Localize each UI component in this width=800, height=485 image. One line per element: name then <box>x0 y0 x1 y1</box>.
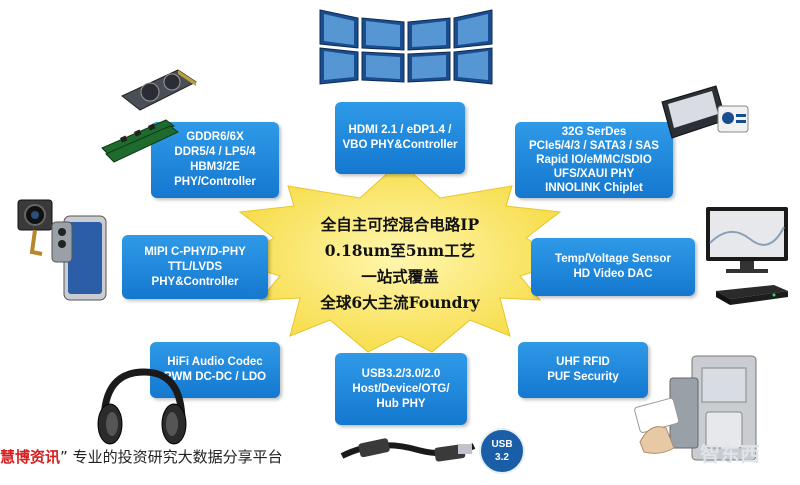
footer-quote: ” <box>60 448 68 466</box>
center-line-1: 全自主可控混合电路IP <box>320 215 480 234</box>
set-top-box-icon <box>716 285 788 305</box>
ddr-line-3: HBM3/2E <box>190 161 240 173</box>
audio-line-1: HiFi Audio Codec <box>167 356 263 368</box>
watermark-logo: 智东西 <box>700 442 760 466</box>
ddr-line-4: PHY/Controller <box>174 176 256 188</box>
footer-slogan: 专业的投资研究大数据分享平台 <box>72 448 283 466</box>
center-headline: 全自主可控混合电路IP 0.18um至5nm工艺 一站式覆盖 全球6大主流Fou… <box>270 212 530 316</box>
mipi-line-1: MIPI C-PHY/D-PHY <box>144 245 246 258</box>
serdes-line-1: 32G SerDes <box>561 126 627 138</box>
smartphone-icon <box>51 215 107 301</box>
mipi-line-2: TTL/LVDS <box>167 260 223 273</box>
temp-line-2: HD Video DAC <box>573 268 653 280</box>
serdes-box: 32G SerDes PCIe5/4/3 / SATA3 / SAS Rapid… <box>515 122 673 198</box>
serdes-line-5: INNOLINK Chiplet <box>545 182 643 194</box>
temp-line-1: Temp/Voltage Sensor <box>555 253 671 265</box>
access-terminal-icon <box>634 355 757 461</box>
usb-badge: USB 3.2 <box>479 428 525 474</box>
hdmi-line-1: HDMI 2.1 / eDP1.4 / <box>348 124 452 136</box>
serdes-line-2: PCIe5/4/3 / SATA3 / SAS <box>529 140 659 152</box>
ddr-line-1: GDDR6/6X <box>186 131 244 143</box>
audio-line-2: PWM DC-DC / LDO <box>163 371 267 383</box>
ssd-icon <box>661 85 749 139</box>
memory-module-icon <box>101 119 179 163</box>
usb-box: USB3.2/3.0/2.0 Host/Device/OTG/ Hub PHY <box>335 353 467 425</box>
usb-line-3: Hub PHY <box>376 397 426 410</box>
monitor-icon <box>706 207 788 273</box>
temp-sensor-box: Temp/Voltage Sensor HD Video DAC <box>531 238 695 296</box>
camera-module-icon <box>17 199 53 256</box>
usb-badge-line-1: USB <box>491 439 513 450</box>
headphones-icon <box>97 368 187 445</box>
usb-badge-line-2: 3.2 <box>495 452 509 463</box>
uhf-box: UHF RFID PUF Security <box>518 342 648 398</box>
footer-watermark: 慧博资讯” 专业的投资研究大数据分享平台 <box>0 446 283 467</box>
usb-line-2: Host/Device/OTG/ <box>352 382 450 395</box>
mipi-box: MIPI C-PHY/D-PHY TTL/LVDS PHY&Controller <box>122 235 268 299</box>
usb-cable-icon <box>340 438 476 462</box>
center-line-4: 全球6大主流Foundry <box>320 293 480 312</box>
usb-line-1: USB3.2/3.0/2.0 <box>361 367 441 380</box>
center-line-3: 一站式覆盖 <box>361 267 439 286</box>
serdes-line-4: UFS/XAUI PHY <box>553 168 635 180</box>
serdes-line-3: Rapid IO/eMMC/SDIO <box>536 154 652 166</box>
ddr-line-2: DDR5/4 / LP5/4 <box>174 146 256 158</box>
uhf-line-2: PUF Security <box>547 371 619 383</box>
footer-brand: 慧博资讯 <box>0 448 61 466</box>
ddr-box: GDDR6/6X DDR5/4 / LP5/4 HBM3/2E PHY/Cont… <box>151 122 279 198</box>
video-wall-icon <box>319 9 493 85</box>
graphics-card-icon <box>121 69 197 111</box>
mipi-line-3: PHY&Controller <box>151 275 239 288</box>
uhf-line-1: UHF RFID <box>556 356 610 368</box>
hdmi-line-2: VBO PHY&Controller <box>342 139 458 151</box>
center-line-2: 0.18um至5nm工艺 <box>324 241 476 260</box>
hdmi-box: HDMI 2.1 / eDP1.4 / VBO PHY&Controller <box>335 102 465 174</box>
